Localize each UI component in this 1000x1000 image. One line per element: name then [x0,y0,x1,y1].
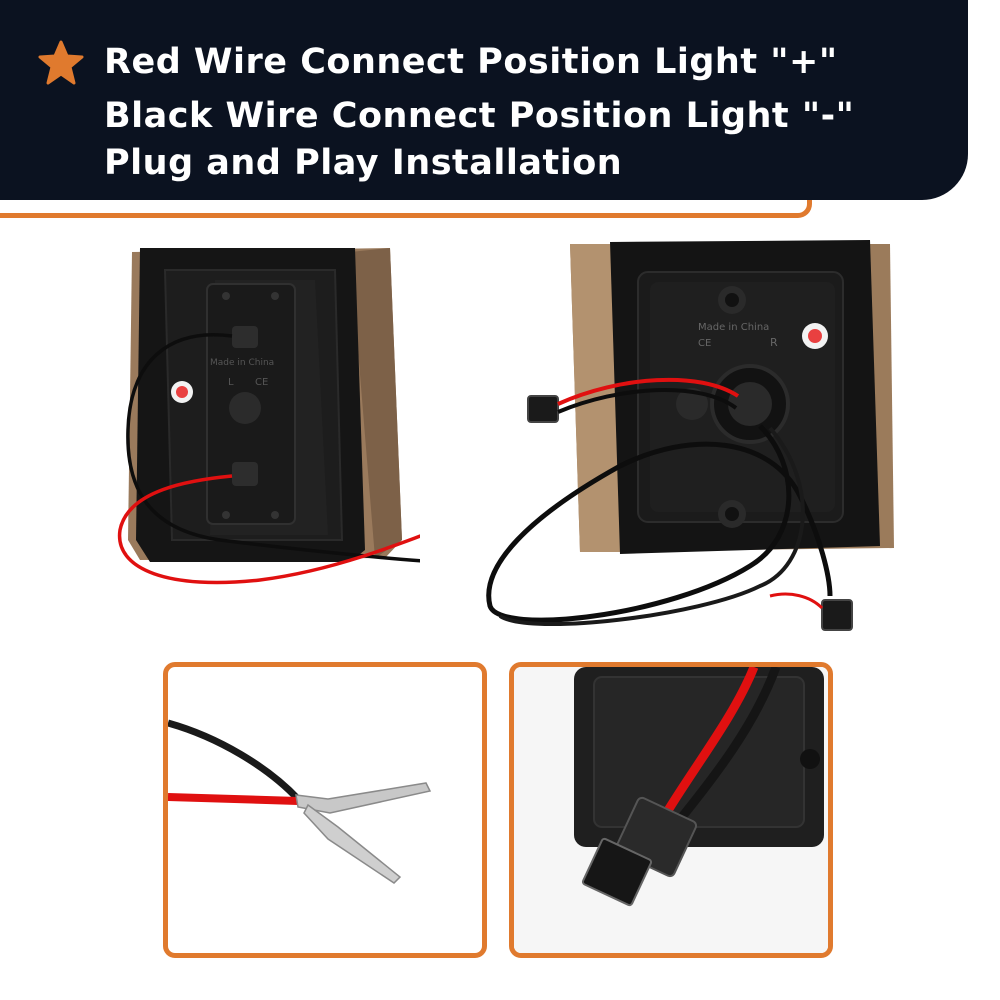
left-made-in-label: Made in China [210,358,274,368]
right-light-photo: Made in China CE R [470,236,900,656]
detail-wire-terminals [163,662,487,958]
left-ce-label: CE [255,377,268,388]
right-made-in-label: Made in China [698,322,769,333]
detail-plug-connector [509,662,833,958]
headline-red-wire: Red Wire Connect Position Light "+" [104,42,838,82]
star-icon [38,40,84,85]
right-ce-label: CE [698,338,711,349]
headline-plug-and-play: Plug and Play Installation [104,143,623,183]
header-banner: Red Wire Connect Position Light "+" Blac… [0,0,968,200]
left-side-label: L [228,377,234,388]
headline-black-wire: Black Wire Connect Position Light "-" [104,96,855,136]
right-side-label: R [770,336,778,349]
header-accent-line [0,200,812,218]
left-light-photo: Made in China L CE [110,240,420,610]
